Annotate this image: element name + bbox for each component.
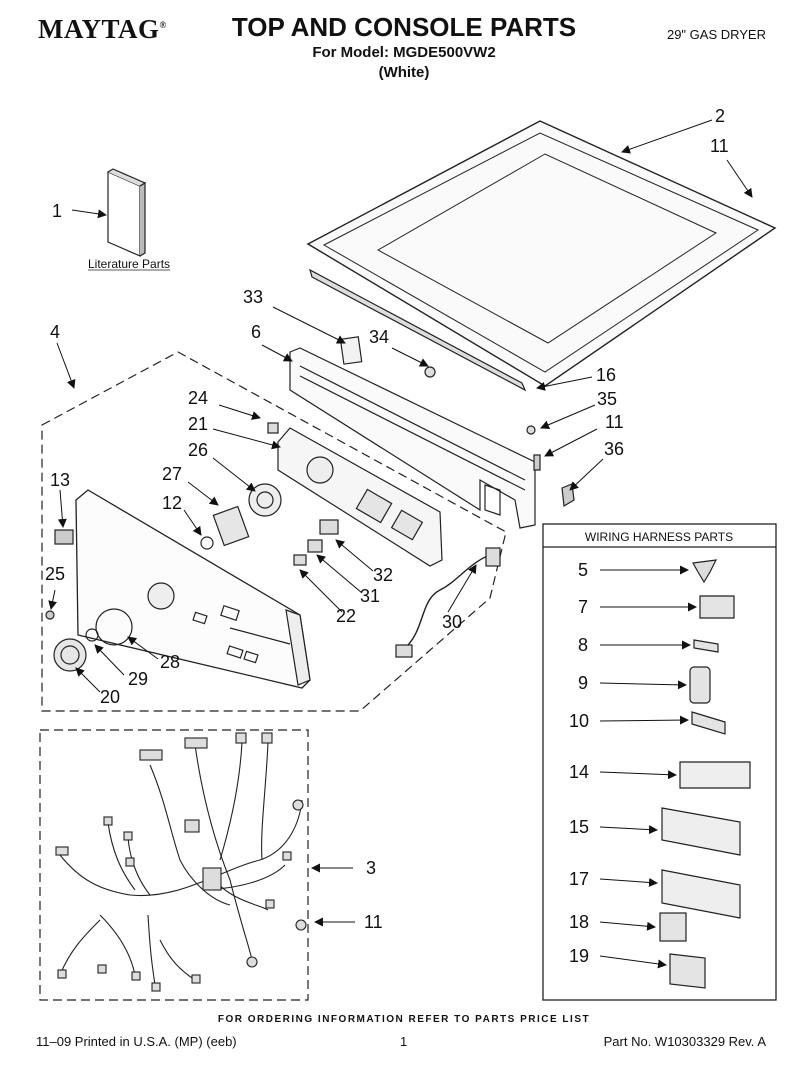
literature-label: Literature Parts: [88, 257, 170, 271]
console-small-parts: [45, 422, 501, 672]
callout-32: 32: [373, 565, 393, 585]
model-line: For Model: MGDE500VW2: [312, 44, 496, 61]
wiring-callout-8: 8: [578, 635, 588, 655]
wiring-callout-7: 7: [578, 597, 588, 617]
callout-20: 20: [100, 687, 120, 707]
ordering-note: FOR ORDERING INFORMATION REFER TO PARTS …: [217, 1014, 591, 1025]
wiring-callout-18: 18: [569, 912, 589, 932]
callout-30: 30: [442, 612, 462, 632]
print-info: 11–09 Printed in U.S.A. (MP) (eeb): [36, 1034, 237, 1049]
literature-book: [107, 168, 147, 257]
callout-2: 2: [715, 106, 725, 126]
callout-28: 28: [160, 652, 180, 672]
wiring-panel-title: WIRING HARNESS PARTS: [585, 530, 733, 544]
callout-33: 33: [243, 287, 263, 307]
callout-12: 12: [162, 493, 182, 513]
wiring-callout-17: 17: [569, 869, 589, 889]
callout-21: 21: [188, 414, 208, 434]
product-type: 29" GAS DRYER: [666, 27, 766, 42]
callout-1: 1: [52, 201, 62, 221]
callout-11-bracket: 11: [605, 412, 624, 432]
harness-group-outline: [39, 729, 309, 1001]
page-number: 1: [400, 1034, 408, 1049]
wiring-part-icons: [659, 559, 751, 989]
wiring-callout-14: 14: [569, 762, 589, 782]
wiring-callout-15: 15: [569, 817, 589, 837]
callout-4: 4: [50, 322, 60, 342]
wiring-callout-5: 5: [578, 560, 588, 580]
brand-logo: MAYTAG®: [38, 14, 167, 45]
brand-name: MAYTAG: [38, 14, 160, 44]
callout-34: 34: [369, 327, 389, 347]
console-group-outline: [41, 351, 507, 712]
leader-lines: [48, 119, 753, 969]
part-number: Part No. W10303329 Rev. A: [603, 1034, 766, 1049]
control-board: [277, 427, 443, 567]
wiring-part-numbers: 5 7 8 9 10 14 15 17 18 19: [569, 560, 589, 966]
wiring-harness: [55, 732, 307, 992]
callout-31: 31: [360, 586, 380, 606]
callout-35: 35: [597, 389, 617, 409]
callout-25: 25: [45, 564, 65, 584]
callout-3: 3: [366, 858, 376, 878]
callout-36: 36: [604, 439, 624, 459]
control-panel: [75, 489, 311, 689]
registered-mark: ®: [159, 20, 167, 30]
callout-27: 27: [162, 464, 182, 484]
callout-26: 26: [188, 440, 208, 460]
callout-11-top: 11: [710, 136, 729, 156]
console-bracket: [289, 336, 575, 529]
color-variant: (White): [378, 64, 430, 81]
callout-numbers: 1 2 11 33 34 6 16 35 11 36 4 24 21 26 27…: [45, 106, 729, 932]
wiring-callout-9: 9: [578, 673, 588, 693]
callout-6: 6: [251, 322, 261, 342]
wiring-callout-19: 19: [569, 946, 589, 966]
callout-22: 22: [336, 606, 356, 626]
callout-13: 13: [50, 470, 70, 490]
callout-24: 24: [188, 388, 208, 408]
callout-11-harness: 11: [364, 912, 383, 932]
wiring-callout-10: 10: [569, 711, 589, 731]
page-title: TOP AND CONSOLE PARTS: [231, 12, 577, 42]
callout-16: 16: [596, 365, 616, 385]
callout-29: 29: [128, 669, 148, 689]
top-lid: [306, 120, 777, 392]
